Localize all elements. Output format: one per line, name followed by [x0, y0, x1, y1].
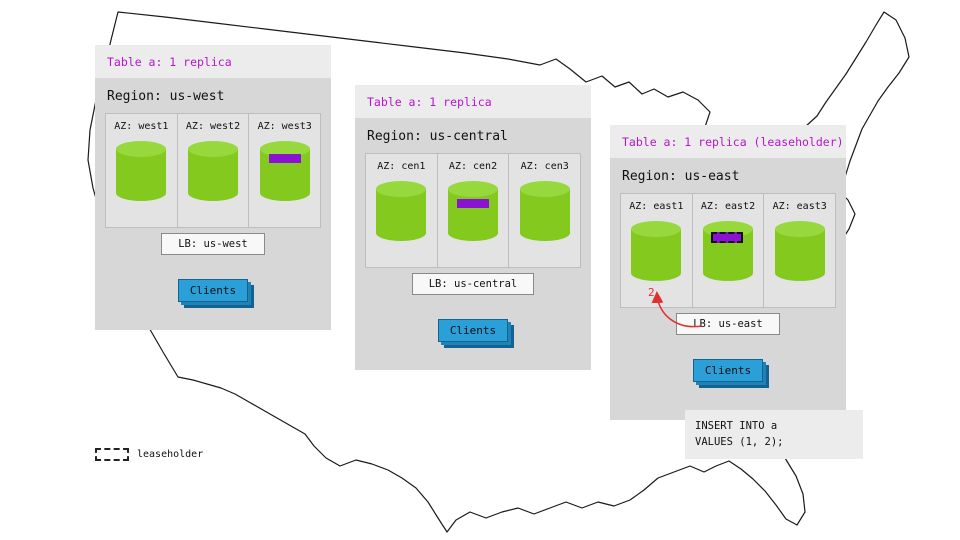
replica-range-marker	[457, 199, 489, 208]
az-cell-cen1: AZ: cen1	[365, 153, 438, 268]
table-replica-header: Table a: 1 replica	[355, 85, 591, 118]
load-balancer-box: LB: us-central	[411, 273, 535, 295]
az-label: AZ: cen3	[520, 161, 569, 172]
region-panel-us-west: Table a: 1 replica Region: us-west AZ: w…	[95, 45, 331, 330]
database-cylinder	[631, 221, 682, 281]
az-cell-west1: AZ: west1	[105, 113, 178, 228]
az-cell-cen2: AZ: cen2	[437, 153, 510, 268]
database-cylinder	[703, 221, 753, 281]
sql-annotation: INSERT INTO a VALUES (1, 2);	[685, 410, 863, 459]
clients-box: Clients	[437, 319, 509, 342]
az-row: AZ: cen1 AZ: cen2 AZ: cen3	[365, 153, 582, 268]
legend-label: leaseholder	[137, 449, 204, 460]
az-row: AZ: west1 AZ: west2 AZ: west3	[105, 113, 322, 228]
leaseholder-swatch-icon	[95, 448, 129, 461]
az-label: AZ: west2	[185, 121, 241, 132]
clients-box: Clients	[692, 359, 764, 382]
az-row: AZ: east1 AZ: east2 AZ: east3	[620, 193, 837, 308]
load-balancer-box: LB: us-west	[161, 233, 265, 255]
clients-box: Clients	[177, 279, 249, 302]
az-cell-east3: AZ: east3	[764, 193, 837, 308]
az-cell-east1: AZ: east1	[620, 193, 693, 308]
az-label: AZ: cen2	[448, 161, 498, 172]
az-cell-east2: AZ: east2	[692, 193, 765, 308]
database-cylinder	[448, 181, 498, 241]
region-panel-us-central: Table a: 1 replica Region: us-central AZ…	[355, 85, 591, 370]
az-label: AZ: west1	[114, 121, 169, 132]
database-cylinder	[376, 181, 427, 241]
az-cell-cen3: AZ: cen3	[509, 153, 582, 268]
az-cell-west2: AZ: west2	[177, 113, 250, 228]
table-replica-header: Table a: 1 replica (leaseholder)	[610, 125, 846, 158]
region-panel-us-east: Table a: 1 replica (leaseholder) Region:…	[610, 125, 846, 420]
replica-range-marker	[268, 154, 301, 163]
database-cylinder	[519, 181, 570, 241]
database-cylinder	[116, 141, 167, 201]
database-cylinder	[188, 141, 238, 201]
leaseholder-legend: leaseholder	[95, 448, 203, 461]
region-title: Region: us-west	[107, 89, 225, 104]
az-label: AZ: east1	[629, 201, 684, 212]
region-title: Region: us-central	[367, 129, 508, 144]
az-label: AZ: east2	[700, 201, 756, 212]
leaseholder-range-marker	[711, 232, 743, 243]
step-2-label: 2	[648, 286, 655, 299]
database-cylinder	[259, 141, 310, 201]
az-cell-west3: AZ: west3	[249, 113, 322, 228]
region-title: Region: us-east	[622, 169, 740, 184]
database-cylinder	[774, 221, 825, 281]
az-label: AZ: east3	[772, 201, 827, 212]
az-label: AZ: cen1	[377, 161, 426, 172]
load-balancer-box: LB: us-east	[676, 313, 780, 335]
az-label: AZ: west3	[257, 121, 312, 132]
table-replica-header: Table a: 1 replica	[95, 45, 331, 78]
